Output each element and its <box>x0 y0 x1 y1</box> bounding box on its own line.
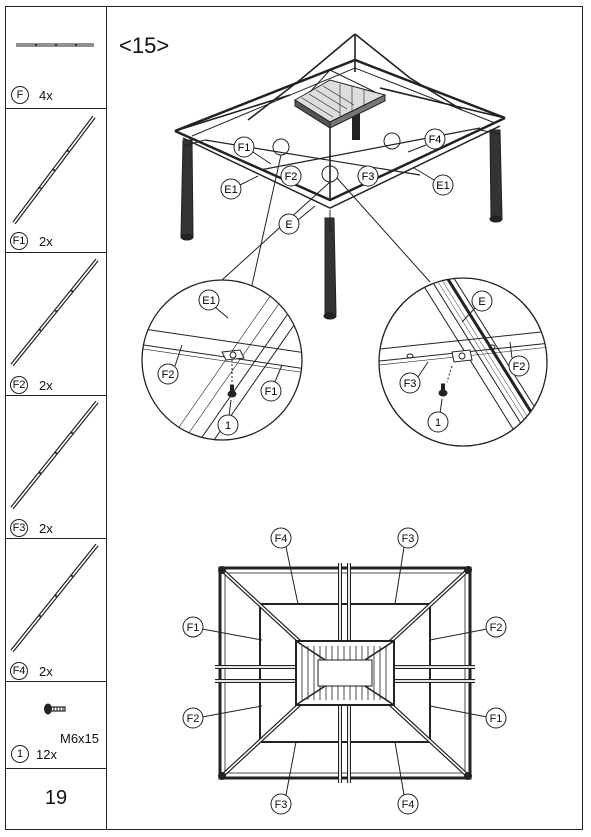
zoom-markers <box>221 132 431 286</box>
top-view-labels: F4 F3 F1 F2 F2 F1 F3 F4 <box>182 527 507 815</box>
svg-text:1: 1 <box>435 417 441 429</box>
svg-text:E1: E1 <box>436 180 449 192</box>
parts-sidebar: F 4x F1 2x F2 2x <box>6 7 107 829</box>
part-f-id: F <box>11 86 29 104</box>
screw-icon <box>44 703 66 715</box>
screw-spec: M6x15 <box>60 731 100 746</box>
svg-text:F2: F2 <box>285 171 298 183</box>
top-view-plan <box>215 563 475 783</box>
part-f-qty: 4x <box>39 88 53 103</box>
svg-text:E: E <box>478 296 485 308</box>
svg-text:F1: F1 <box>265 386 278 398</box>
part-f1-id: F1 <box>10 232 28 250</box>
page-number: 19 <box>44 787 68 809</box>
svg-text:1: 1 <box>225 420 231 432</box>
part-f4-qty: 2x <box>39 664 53 679</box>
svg-text:F4: F4 <box>275 533 288 545</box>
part-f4-illustration <box>10 543 99 653</box>
part-f4-id: F4 <box>10 662 28 680</box>
top-view-corners <box>218 566 472 780</box>
part-f-illustration <box>16 43 94 47</box>
svg-text:E1: E1 <box>224 184 237 196</box>
part-f1-cell: F1 2x <box>6 109 106 253</box>
label-f3-perspective: F3 <box>357 165 379 187</box>
svg-text:F3: F3 <box>362 171 375 183</box>
label-f2-top-left: F2 <box>182 705 263 729</box>
label-f4-top-bottom: F4 <box>394 741 419 815</box>
screw-id: 1 <box>11 745 29 763</box>
svg-text:F3: F3 <box>404 378 417 390</box>
part-f4-cell: F4 2x <box>6 539 106 682</box>
label-f1-detail-left: F1 <box>260 364 283 402</box>
svg-text:F4: F4 <box>429 134 442 146</box>
svg-text:F3: F3 <box>402 533 415 545</box>
label-f3-top: F3 <box>394 527 419 605</box>
svg-text:F1: F1 <box>238 142 251 154</box>
part-f3-id: F3 <box>10 519 28 537</box>
svg-text:F2: F2 <box>490 622 503 634</box>
detail-left: E1 F2 F1 1 <box>141 279 303 441</box>
screw-cell: M6x15 1 12x <box>6 682 106 769</box>
instruction-page-frame: F 4x F1 2x F2 2x <box>5 6 583 830</box>
gazebo-roof-ribs <box>174 33 506 200</box>
label-e1-right-perspective: E1 <box>413 167 454 196</box>
svg-text:F2: F2 <box>187 713 200 725</box>
svg-text:F3: F3 <box>275 799 288 811</box>
screw-qty: 12x <box>36 747 57 762</box>
svg-text:F1: F1 <box>187 622 200 634</box>
svg-text:F1: F1 <box>490 713 503 725</box>
label-screw-detail-left: 1 <box>217 399 239 436</box>
gazebo-cupola <box>294 69 387 129</box>
detail-right: E F3 F2 1 <box>378 277 548 447</box>
part-f2-cell: F2 2x <box>6 253 106 396</box>
label-f2-top-right: F2 <box>429 616 507 641</box>
svg-text:F4: F4 <box>402 799 415 811</box>
label-f2-detail-left: F2 <box>157 344 183 385</box>
label-screw-detail-right: 1 <box>427 398 449 433</box>
label-f2-detail-right: F2 <box>508 341 530 377</box>
part-f-cell: F 4x <box>6 7 106 109</box>
label-e1-detail-left: E1 <box>198 289 229 319</box>
svg-text:F2: F2 <box>513 361 526 373</box>
label-f3-detail-right: F3 <box>399 361 429 394</box>
label-e-perspective: E <box>278 205 316 235</box>
label-f4-top: F4 <box>270 527 299 605</box>
part-f2-id: F2 <box>10 376 28 394</box>
part-f3-qty: 2x <box>39 521 53 536</box>
label-f4-perspective: F4 <box>407 128 446 153</box>
part-f1-qty: 2x <box>39 234 53 249</box>
svg-text:F2: F2 <box>162 369 175 381</box>
label-e-detail-right: E <box>461 290 493 323</box>
svg-text:E1: E1 <box>202 295 215 307</box>
gazebo-perspective-view <box>174 33 506 320</box>
label-e1-left-perspective: E1 <box>220 175 259 200</box>
label-f1-top-left: F1 <box>182 616 263 641</box>
part-f2-illustration <box>10 258 99 367</box>
label-f3-top-bottom: F3 <box>270 741 297 815</box>
svg-text:E: E <box>285 219 292 231</box>
label-f1-perspective: F1 <box>233 136 272 165</box>
gazebo-posts <box>180 100 503 320</box>
part-f3-cell: F3 2x <box>6 396 106 539</box>
part-f2-qty: 2x <box>39 378 53 393</box>
perspective-labels: F1 E1 F2 E F3 F4 E1 <box>220 128 454 235</box>
top-view-cupola <box>295 640 395 706</box>
part-f1-illustration <box>12 115 96 225</box>
step-number: <15> <box>119 33 170 58</box>
label-f1-top-right: F1 <box>429 705 507 729</box>
part-f3-illustration <box>10 400 99 510</box>
label-f2-perspective: F2 <box>280 165 302 187</box>
